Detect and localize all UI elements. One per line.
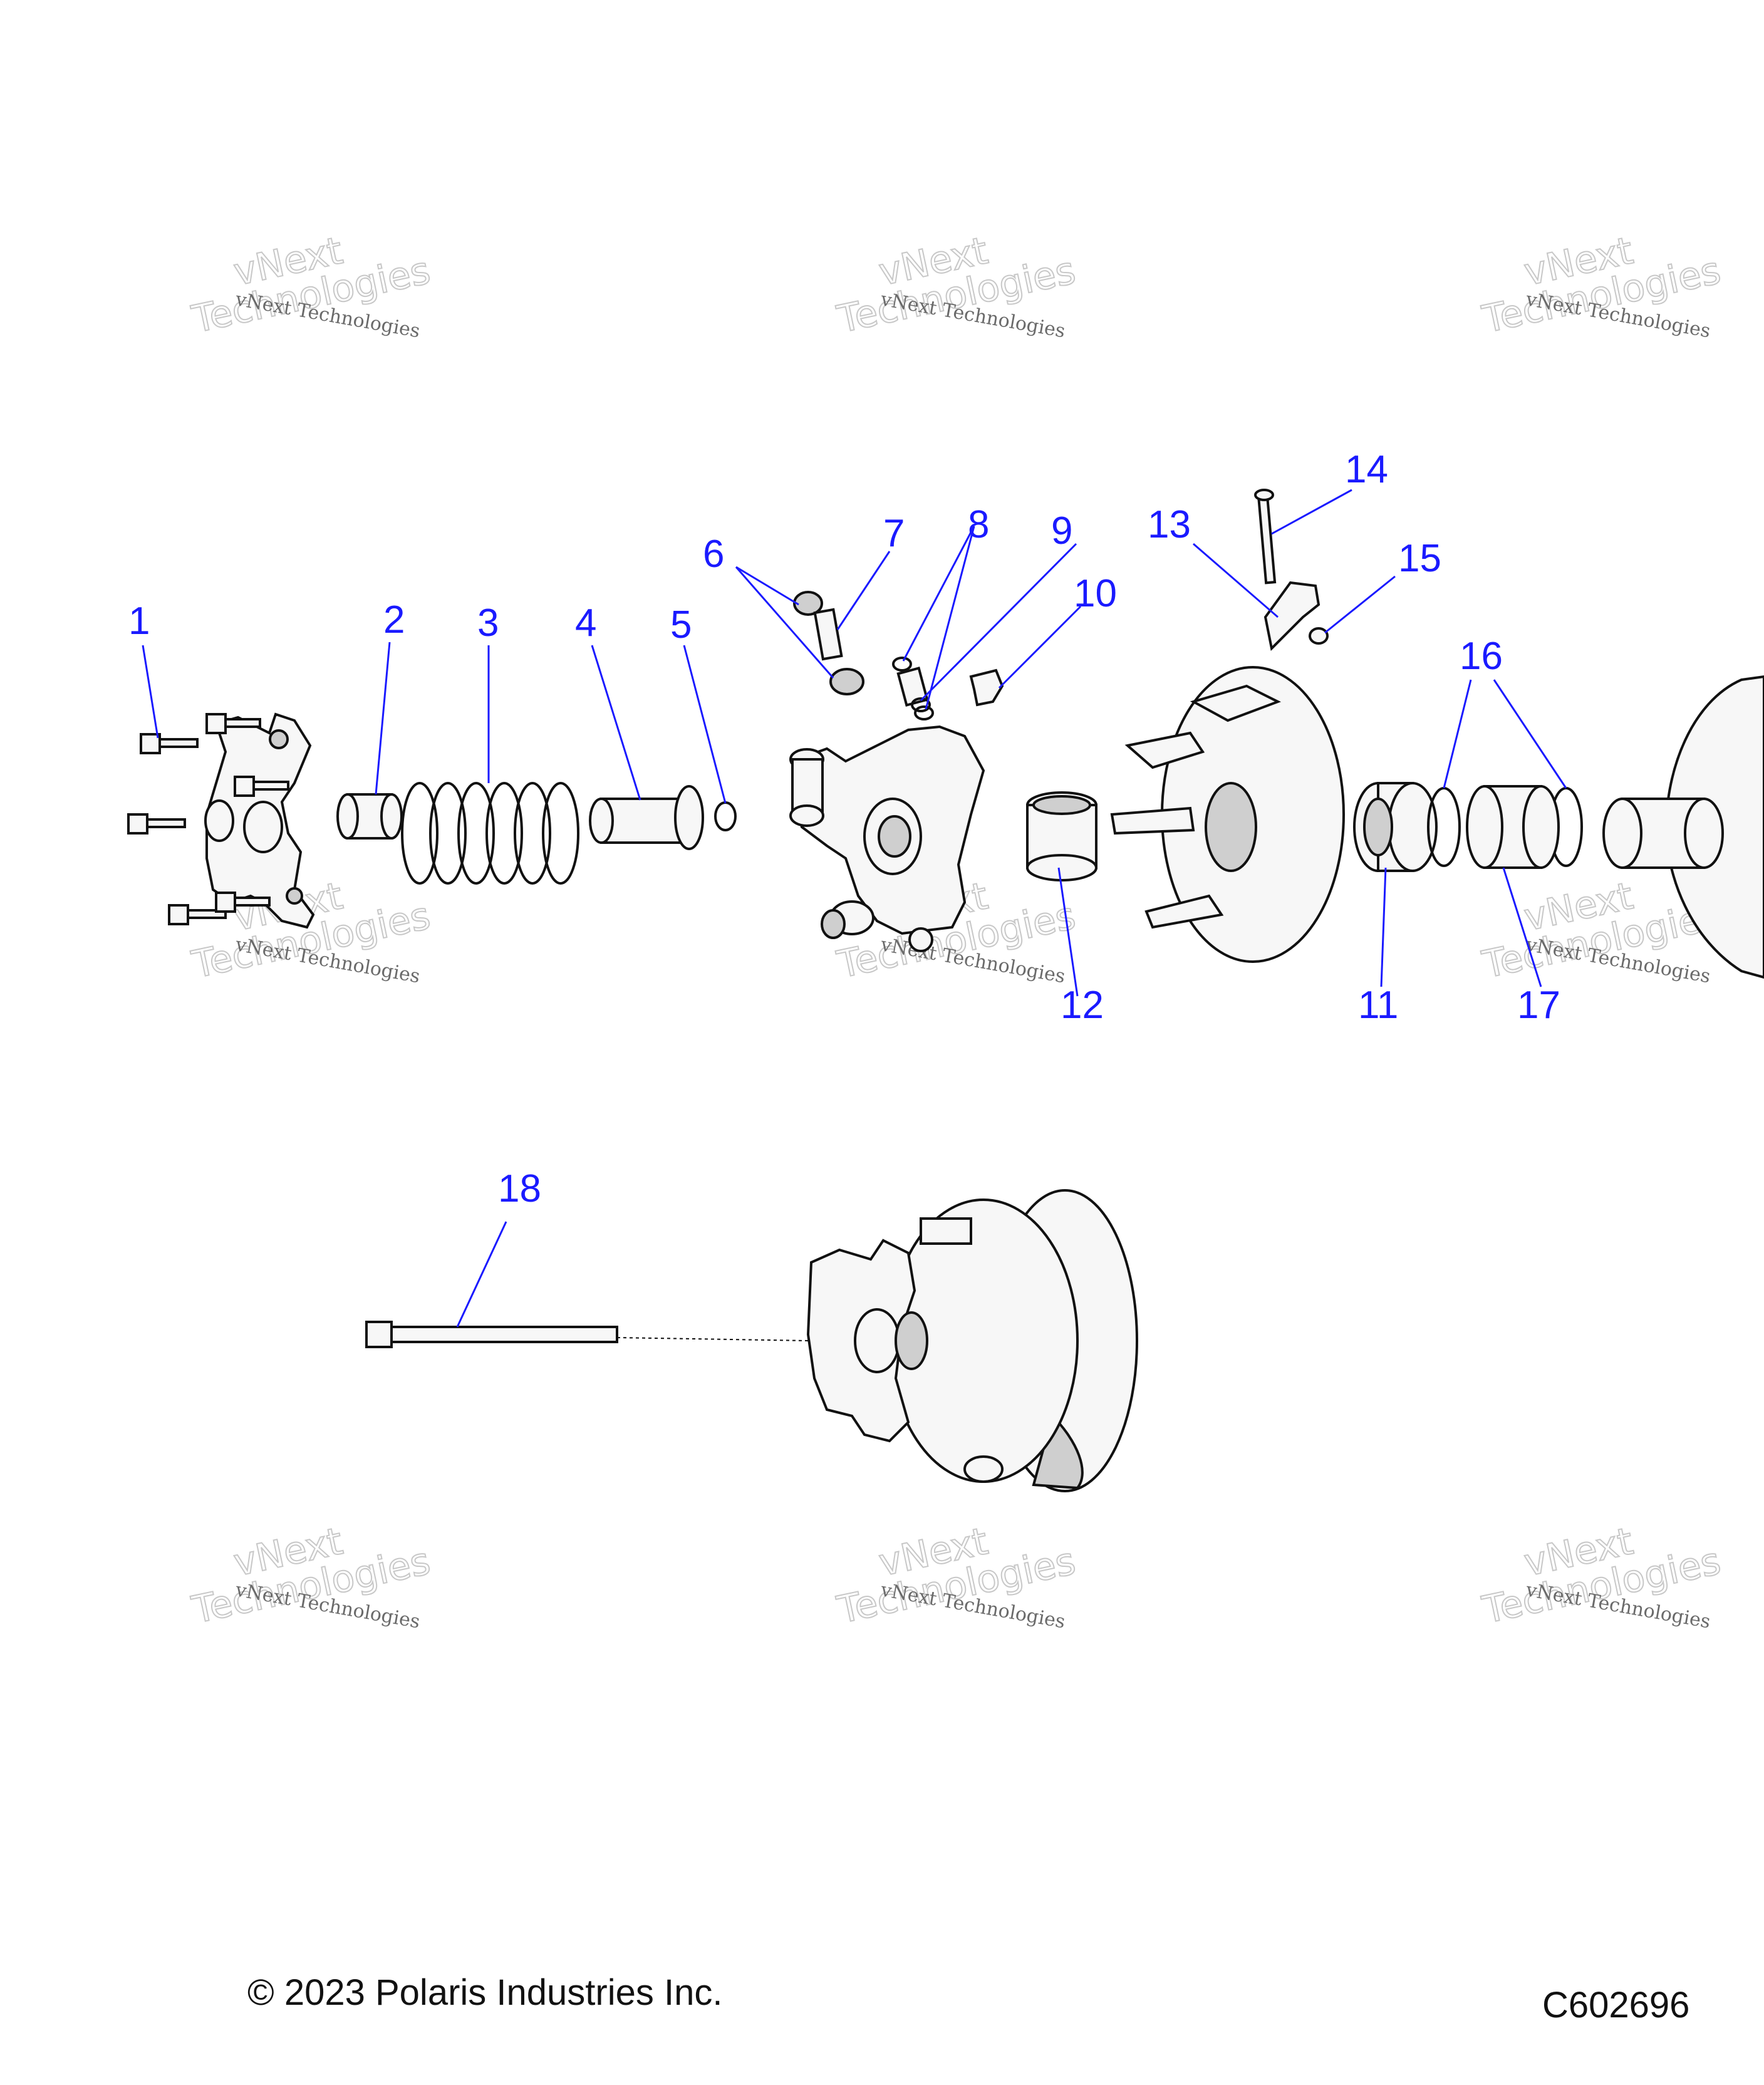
part-13-weight-arm bbox=[1263, 581, 1320, 652]
part-1-spider-plate bbox=[127, 712, 315, 929]
callout-12: 12 bbox=[1061, 984, 1104, 1027]
bolt bbox=[168, 904, 227, 925]
part-11-bearing bbox=[1353, 782, 1438, 872]
part-10-clip bbox=[969, 668, 1004, 707]
bolt bbox=[234, 776, 289, 797]
roller-pin bbox=[789, 748, 824, 827]
callout-10: 10 bbox=[1074, 572, 1117, 615]
callout-1: 1 bbox=[128, 600, 150, 643]
part-6-roller-bottom bbox=[829, 668, 864, 695]
callout-18: 18 bbox=[498, 1167, 541, 1210]
watermark-bottom-left: Technologies vNext vNext Technologies bbox=[187, 1519, 435, 1633]
part-15-nut bbox=[1309, 627, 1329, 645]
callout-15: 15 bbox=[1398, 537, 1441, 580]
part-5-retaining-ring bbox=[714, 801, 737, 831]
callout-6: 6 bbox=[703, 533, 724, 576]
part-8-o-ring bbox=[892, 657, 912, 672]
part-3-spring bbox=[401, 782, 579, 885]
part-2-bushing bbox=[336, 793, 403, 840]
part-17-sleeve bbox=[1466, 785, 1560, 869]
callout-13: 13 bbox=[1148, 503, 1191, 546]
watermark-top-left: Technologies vNext vNext Technologies bbox=[187, 228, 435, 342]
bolt bbox=[205, 713, 261, 734]
watermark-bottom-right: Technologies vNext vNext Technologies bbox=[1478, 1519, 1725, 1633]
part-8-o-ring bbox=[911, 697, 931, 712]
copyright-notice: © 2023 Polaris Industries Inc. bbox=[247, 1972, 722, 2013]
callout-8: 8 bbox=[968, 503, 989, 546]
callout-3: 3 bbox=[477, 601, 499, 645]
bolt bbox=[140, 733, 199, 754]
part-12-bushing bbox=[1026, 791, 1097, 881]
watermark-bottom-center: Technologies vNext vNext Technologies bbox=[833, 1519, 1080, 1633]
callout-2: 2 bbox=[383, 598, 405, 642]
callout-9: 9 bbox=[1051, 509, 1072, 553]
leader-lines bbox=[142, 489, 1567, 1328]
part-8-o-ring bbox=[914, 705, 934, 720]
callout-4: 4 bbox=[575, 601, 596, 645]
part-6-roller-top bbox=[793, 591, 823, 616]
assembled-clutch bbox=[806, 1189, 1138, 1492]
callout-17: 17 bbox=[1517, 984, 1560, 1027]
callout-16: 16 bbox=[1460, 635, 1503, 678]
fixed-sheave bbox=[1602, 675, 1764, 979]
callout-5: 5 bbox=[670, 603, 692, 647]
moveable-sheave bbox=[1110, 666, 1345, 963]
figure-id: C602696 bbox=[1542, 1985, 1689, 2025]
part-18-bolt bbox=[365, 1321, 809, 1348]
bolt bbox=[127, 813, 186, 835]
part-9-pin bbox=[896, 667, 929, 707]
callout-7: 7 bbox=[883, 512, 905, 555]
spider-cover-assembly bbox=[789, 725, 985, 952]
part-14-pin bbox=[1254, 489, 1277, 585]
watermark-top-center: Technologies vNext vNext Technologies bbox=[833, 228, 1080, 342]
callout-11: 11 bbox=[1358, 984, 1398, 1027]
watermark-top-right: Technologies vNext vNext Technologies bbox=[1478, 228, 1725, 342]
callout-14: 14 bbox=[1345, 448, 1388, 491]
part-4-sleeve bbox=[589, 785, 704, 850]
bolt bbox=[215, 892, 271, 913]
roller bbox=[821, 900, 874, 939]
part-7-pin bbox=[813, 608, 843, 661]
